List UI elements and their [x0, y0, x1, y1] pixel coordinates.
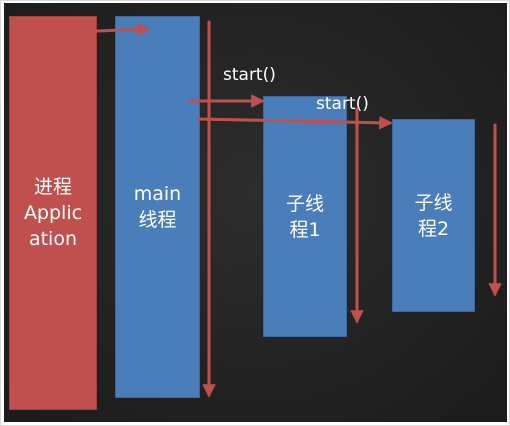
process-label-line-1: 进程: [33, 176, 72, 198]
diagram-board: 进程 Applic ation main 线程 子线 程1 子线 程2 star…: [4, 3, 507, 422]
child-thread-1-label-line-2: 程1: [289, 218, 321, 241]
start-label-1: start(): [223, 65, 276, 85]
child-thread-1-label-line-1: 子线: [285, 192, 324, 215]
main-thread-label-line-2: 线程: [138, 209, 177, 231]
process-label-line-2: Applic: [23, 202, 83, 224]
main-thread-label-line-1: main: [133, 183, 182, 205]
child-thread-2-label-line-2: 程2: [417, 217, 450, 240]
child-thread-2-label-line-1: 子线: [414, 191, 453, 214]
child-thread-1-box: 子线 程1: [263, 96, 347, 337]
process-application-box: 进程 Applic ation: [9, 16, 97, 410]
main-thread-box: main 线程: [115, 16, 200, 398]
process-label-line-3: ation: [28, 228, 78, 250]
child-thread-2-box: 子线 程2: [392, 119, 475, 312]
start-label-2: start(): [316, 94, 369, 114]
